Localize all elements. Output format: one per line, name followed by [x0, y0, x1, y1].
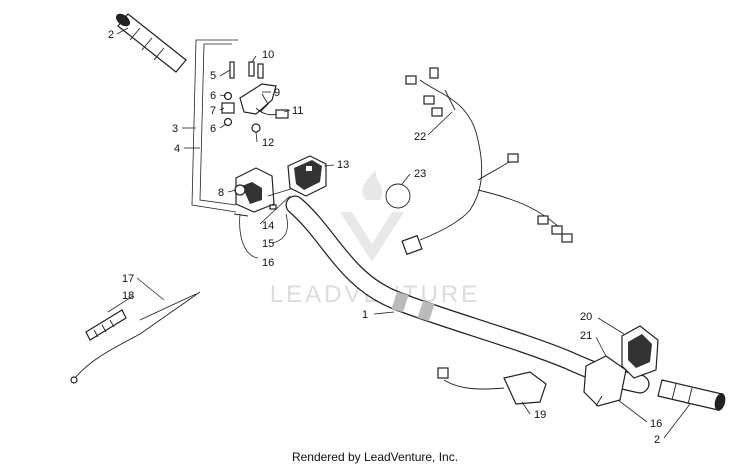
callout-21: 21 [580, 330, 592, 342]
callout-7: 7 [210, 105, 216, 117]
callout-14: 14 [262, 220, 274, 232]
callout-11: 11 [292, 105, 303, 117]
callout-leaders [107, 27, 691, 439]
left-switch-housing-part[interactable] [233, 167, 297, 217]
left-control-switch-part[interactable] [287, 155, 327, 197]
callout-15: 15 [262, 238, 274, 250]
throttle-hardware-cluster[interactable] [221, 61, 289, 133]
callout-12: 12 [262, 137, 274, 149]
callout-13: 13 [337, 159, 349, 171]
ring-clamp-part[interactable] [385, 183, 411, 209]
callout-8: 8 [218, 187, 224, 199]
callout-2-right: 2 [654, 434, 660, 446]
switch-wiring-part[interactable] [437, 367, 547, 405]
wiring-harness-part[interactable] [401, 67, 573, 256]
callout-3: 3 [172, 123, 178, 135]
callout-23: 23 [414, 168, 426, 180]
callout-10: 10 [262, 49, 274, 61]
callout-labels: 2 10 5 9 6 7 11 3 6 12 4 13 8 14 15 16 2… [108, 29, 662, 446]
callout-20: 20 [580, 311, 592, 323]
callout-1: 1 [362, 309, 368, 321]
callout-16-left: 16 [262, 257, 274, 269]
callout-18: 18 [122, 290, 134, 302]
callout-6b: 6 [210, 123, 216, 135]
callout-9: 9 [274, 87, 280, 99]
callout-2: 2 [108, 29, 114, 41]
left-grip-part[interactable] [114, 11, 187, 73]
right-switch-housing-part[interactable] [583, 325, 659, 407]
callout-16-right: 16 [650, 418, 662, 430]
callout-5: 5 [210, 70, 216, 82]
assembly-bracket-lines [191, 39, 238, 213]
callout-4: 4 [174, 143, 180, 155]
right-grip-part[interactable] [657, 379, 727, 412]
throttle-cable-part[interactable] [70, 291, 201, 384]
callout-19: 19 [534, 409, 546, 421]
watermark-logo [340, 170, 404, 262]
callout-22: 22 [414, 131, 426, 143]
callout-6: 6 [210, 90, 216, 102]
callout-17: 17 [122, 273, 134, 285]
render-credit: Rendered by LeadVenture, Inc. [291, 450, 459, 464]
